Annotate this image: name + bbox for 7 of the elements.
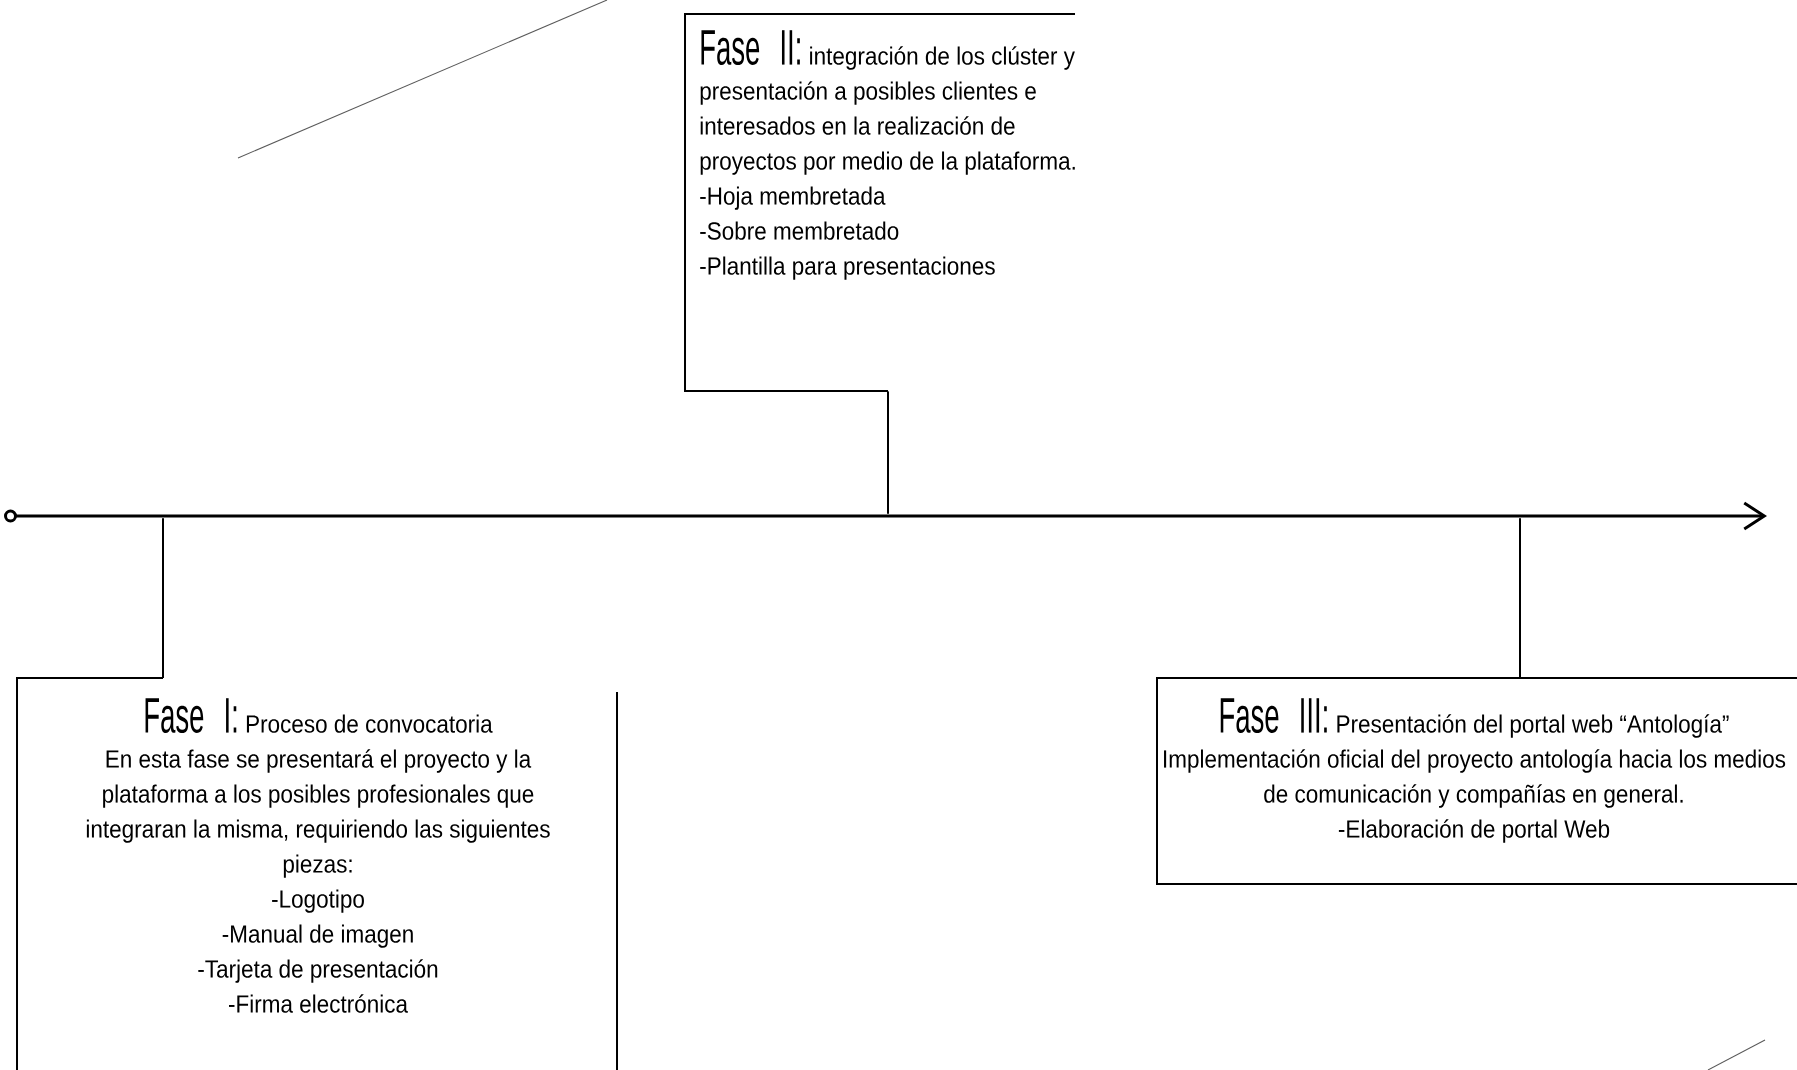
timeline-arrow (4, 501, 1767, 531)
phase-box: Fase III: Presentación del portal web “Antología” Implementación oficial del proyecto antología hacia los medios de comunicación y compañías en general. -Elaboración de portal Web (1156, 677, 1797, 885)
connector-line (162, 517, 164, 679)
phase-box: Fase I: Proceso de convocatoria En esta fase se presentará el proyecto y la plataforma a los posibles profesionales que integraran la misma, requiriendo las siguientes piezas: -Logotipo -Manual de imagen -Tarjeta de presentación -Firma electrónica (16, 677, 618, 1070)
connector-line (1519, 517, 1521, 679)
connector-line (887, 390, 889, 515)
phase-box: Fase II: integración de los clúster y presentación a posibles clientes e interesados en la realización de proyectos por medio de la plataforma. -Hoja membretada -Sobre membretado -Plantilla para presentaciones (684, 13, 1076, 392)
